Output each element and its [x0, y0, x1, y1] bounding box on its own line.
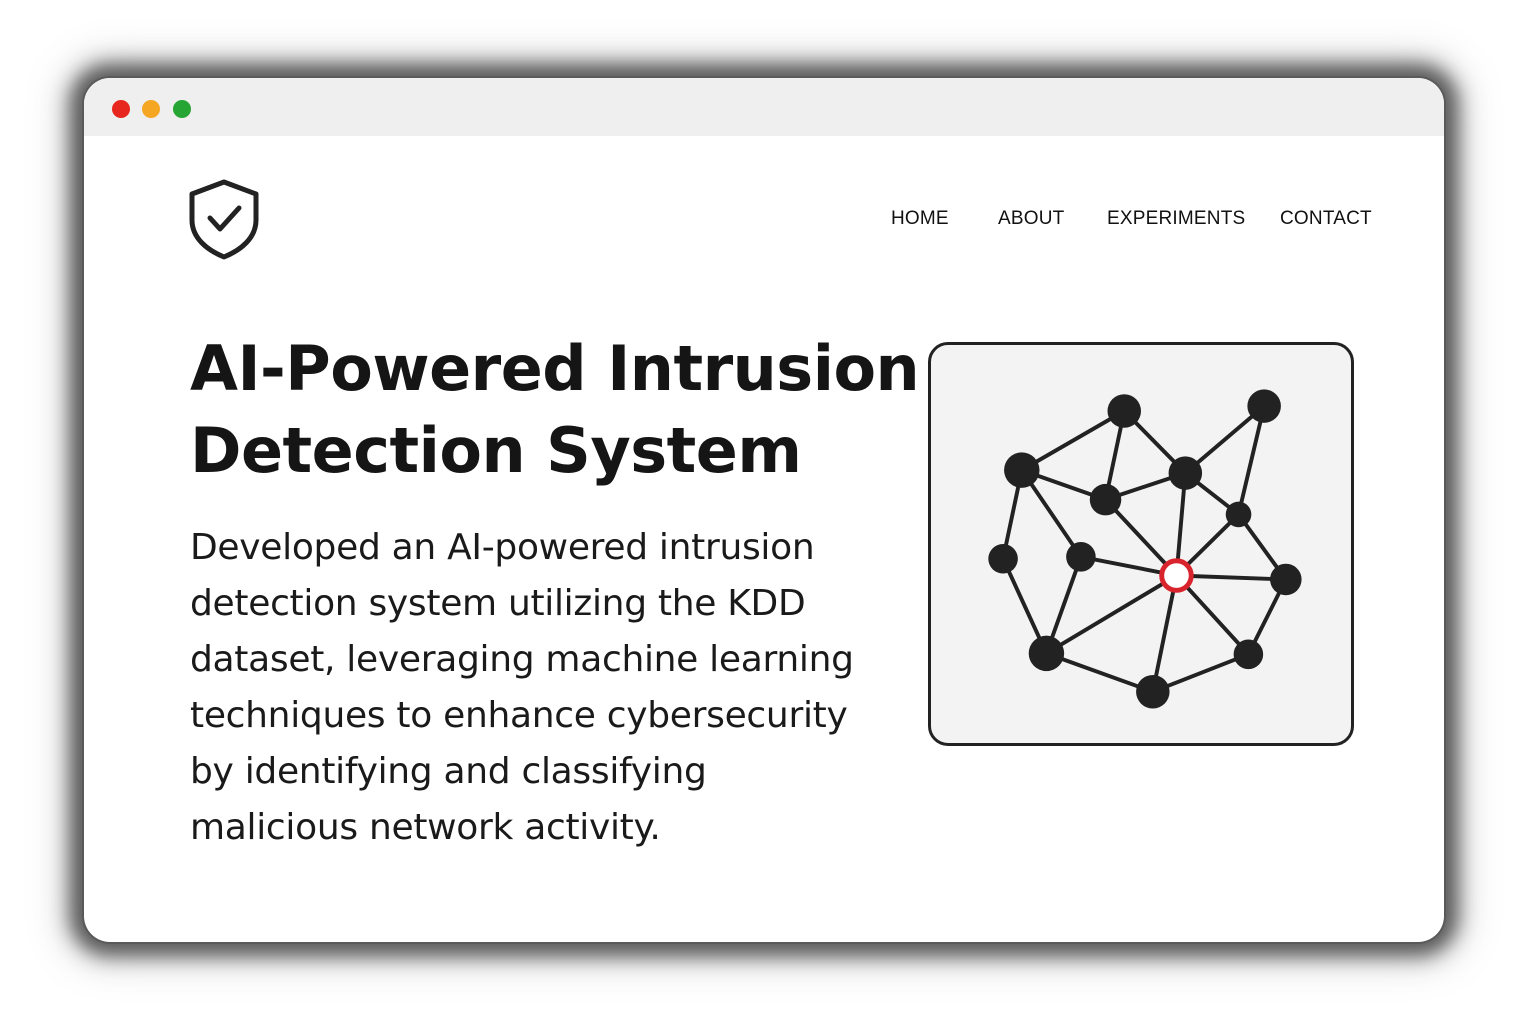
description-line: by identifying and classifying — [190, 751, 707, 792]
description-line: dataset, leveraging machine learning — [190, 639, 854, 680]
project-description: Developed an AI-powered intrusion detect… — [190, 520, 910, 856]
browser-window: HOME ABOUT EXPERIMENTS CONTACT AI-Powere… — [84, 78, 1444, 942]
title-bar — [84, 78, 1444, 136]
description-line: techniques to enhance cybersecurity — [190, 695, 848, 736]
page-title: AI-Powered Intrusion Detection System — [190, 328, 930, 492]
nav-contact[interactable]: CONTACT — [1280, 208, 1372, 229]
shield-check-icon[interactable] — [188, 178, 260, 260]
page-title-line: Detection System — [190, 414, 802, 487]
network-graph-illustration — [928, 342, 1354, 746]
close-window-button[interactable] — [112, 100, 130, 118]
nav-about[interactable]: ABOUT — [998, 208, 1065, 229]
network-graph-icon — [988, 389, 1302, 709]
nav-home[interactable]: HOME — [891, 208, 949, 229]
description-line: Developed an AI-powered intrusion — [190, 527, 815, 568]
nav-experiments[interactable]: EXPERIMENTS — [1107, 208, 1246, 229]
page-title-line: AI-Powered Intrusion — [190, 332, 920, 405]
description-line: malicious network activity. — [190, 807, 661, 848]
minimize-window-button[interactable] — [142, 100, 160, 118]
maximize-window-button[interactable] — [173, 100, 191, 118]
description-line: detection system utilizing the KDD — [190, 583, 806, 624]
highlighted-node — [1159, 558, 1194, 593]
